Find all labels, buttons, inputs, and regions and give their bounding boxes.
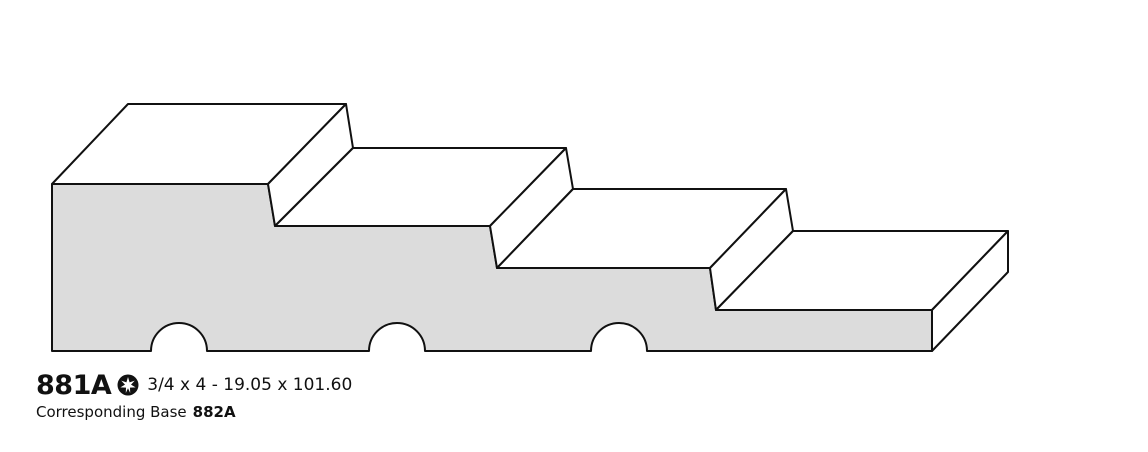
corresponding-base-line: Corresponding Base 882A [36,403,352,421]
profile-title-line: 881A 3/4 x 4 - 19.05 x 101.60 [36,368,352,402]
molding-profile-drawing [51,103,1009,352]
corresponding-base-code: 882A [192,403,236,421]
profile-caption: 881A 3/4 x 4 - 19.05 x 101.60 Correspond… [36,368,352,422]
corresponding-base-label: Corresponding Base [36,403,187,421]
profile-front-face [51,183,933,352]
product-code: 881A [36,369,112,401]
star-burst-badge-icon [117,374,139,396]
profile-dimensions: 3/4 x 4 - 19.05 x 101.60 [147,375,353,395]
right-side-face [931,230,1009,352]
